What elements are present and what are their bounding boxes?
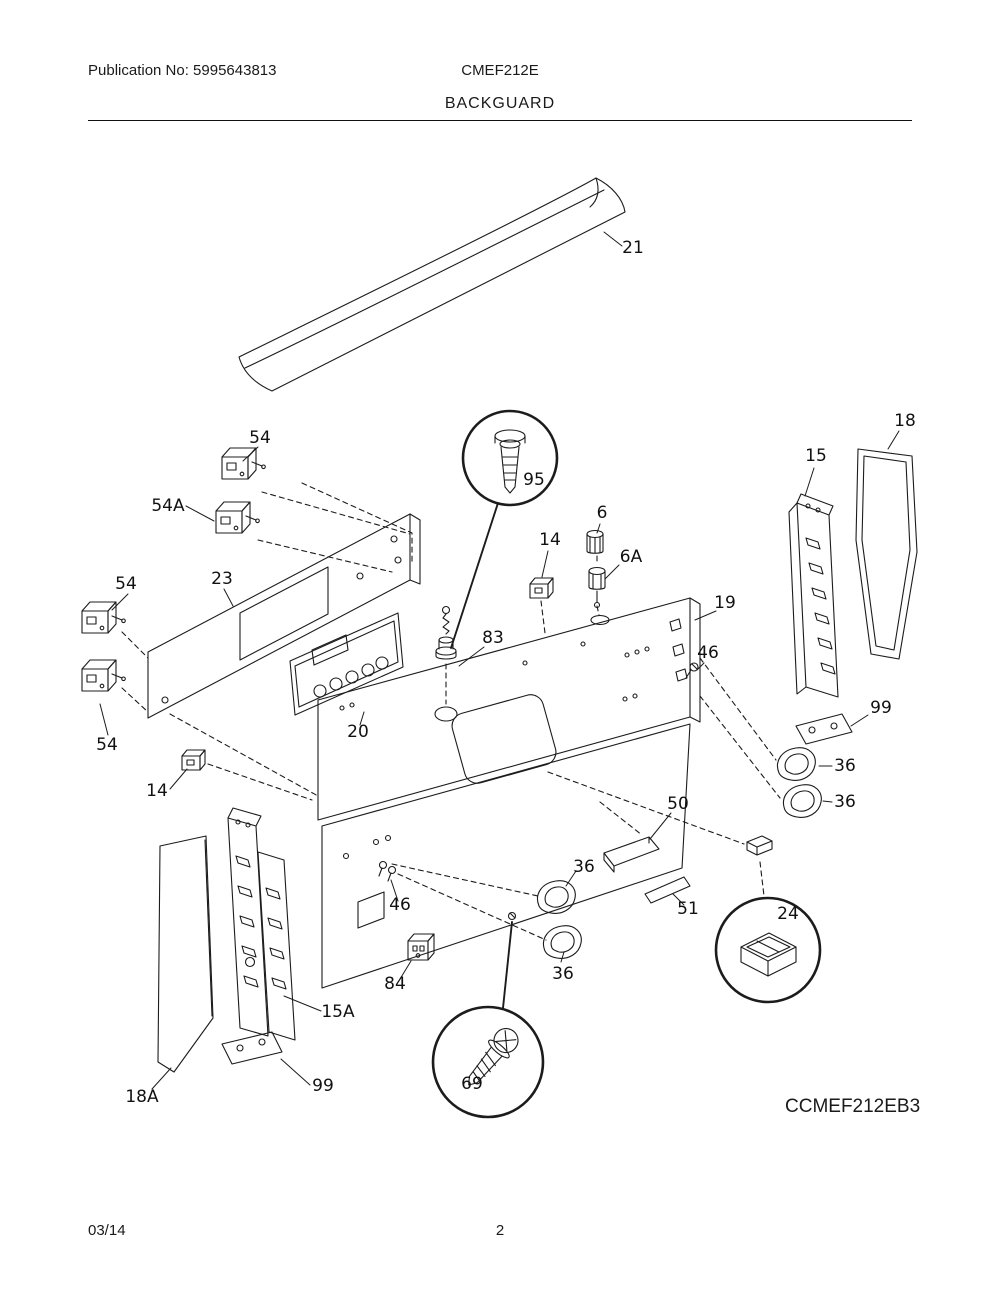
part-19-lower-panel xyxy=(321,723,691,989)
part-36-knob xyxy=(782,784,822,818)
detail-circle-69 xyxy=(431,921,545,1119)
callout-label-15: 15 xyxy=(805,446,827,466)
part-54A-switch xyxy=(215,501,260,534)
part-83-grommet xyxy=(435,605,457,660)
callout-label-36-4: 36 xyxy=(552,964,574,984)
callout-label-54A: 54A xyxy=(151,496,185,516)
callout-label-14-1: 14 xyxy=(539,530,561,550)
part-6-spacer xyxy=(586,529,604,554)
callout-label-95: 95 xyxy=(523,470,545,490)
part-18-end-panel-right xyxy=(855,448,918,660)
callout-label-36-1: 36 xyxy=(834,756,856,776)
part-24-switch xyxy=(746,835,773,856)
footer-page-number: 2 xyxy=(495,1222,505,1239)
callout-label-14-2: 14 xyxy=(146,781,168,801)
callout-label-46-1: 46 xyxy=(697,643,719,663)
part-51-trim xyxy=(644,876,691,904)
callout-label-54-1: 54 xyxy=(249,428,271,448)
callout-leader-lines xyxy=(99,231,900,1090)
callout-label-18: 18 xyxy=(894,411,916,431)
callout-label-36-3: 36 xyxy=(573,857,595,877)
callout-label-99-1: 99 xyxy=(870,698,892,718)
part-18A-end-panel-left xyxy=(157,835,214,1073)
part-84-receptacle xyxy=(407,933,435,961)
part-21-cover-panel xyxy=(238,177,626,392)
part-6A-plug xyxy=(588,566,606,609)
callout-label-36-2: 36 xyxy=(834,792,856,812)
callout-label-83: 83 xyxy=(482,628,504,648)
callout-label-84: 84 xyxy=(384,974,406,994)
callout-label-46-2: 46 xyxy=(389,895,411,915)
callout-label-99-2: 99 xyxy=(312,1076,334,1096)
part-15-bracket-right xyxy=(788,493,839,698)
part-20-control-board xyxy=(289,612,404,716)
detail-circle-24 xyxy=(714,896,822,1004)
part-46-screws-left xyxy=(378,860,397,882)
diagram-model-code: CCMEF212EB3 xyxy=(785,1096,921,1117)
part-54-switch xyxy=(81,601,126,634)
callout-label-24: 24 xyxy=(777,904,799,924)
part-14-switch xyxy=(529,577,554,599)
callout-label-6: 6 xyxy=(597,503,608,523)
part-23-rear-panel xyxy=(147,513,421,719)
callout-label-6A: 6A xyxy=(620,547,643,567)
callout-label-23: 23 xyxy=(211,569,233,589)
part-36-knob xyxy=(776,747,816,781)
publication-number: Publication No: 5995643813 xyxy=(88,62,277,79)
footer-date: 03/14 xyxy=(88,1222,126,1239)
title-divider xyxy=(88,120,912,121)
page-title: BACKGUARD xyxy=(444,95,556,112)
part-36-knob xyxy=(542,925,582,959)
part-54-switch xyxy=(221,447,266,480)
part-14-switch xyxy=(181,749,206,771)
part-50-bracket xyxy=(603,836,660,873)
part-19-control-panel-body xyxy=(317,597,701,821)
part-36-knob xyxy=(536,880,576,914)
alignment-dashed-lines xyxy=(121,482,781,941)
callout-label-54-2: 54 xyxy=(115,574,137,594)
callout-label-15A: 15A xyxy=(321,1002,355,1022)
callout-label-20: 20 xyxy=(347,722,369,742)
part-99-foot-left xyxy=(221,1031,283,1065)
callout-label-21: 21 xyxy=(622,238,644,258)
detail-circle-95 xyxy=(450,409,559,649)
part-15A-bracket-left xyxy=(227,807,296,1041)
part-54-switch xyxy=(81,659,126,692)
part-99-foot-right xyxy=(795,713,853,745)
callout-label-54-3: 54 xyxy=(96,735,118,755)
callout-label-50: 50 xyxy=(667,794,689,814)
model-number: CMEF212E xyxy=(461,62,539,79)
callout-label-19: 19 xyxy=(714,593,736,613)
callout-label-69: 69 xyxy=(461,1074,483,1094)
callout-label-18A: 18A xyxy=(125,1087,159,1107)
callout-label-51: 51 xyxy=(677,899,699,919)
part-46-screw-right xyxy=(685,662,699,679)
